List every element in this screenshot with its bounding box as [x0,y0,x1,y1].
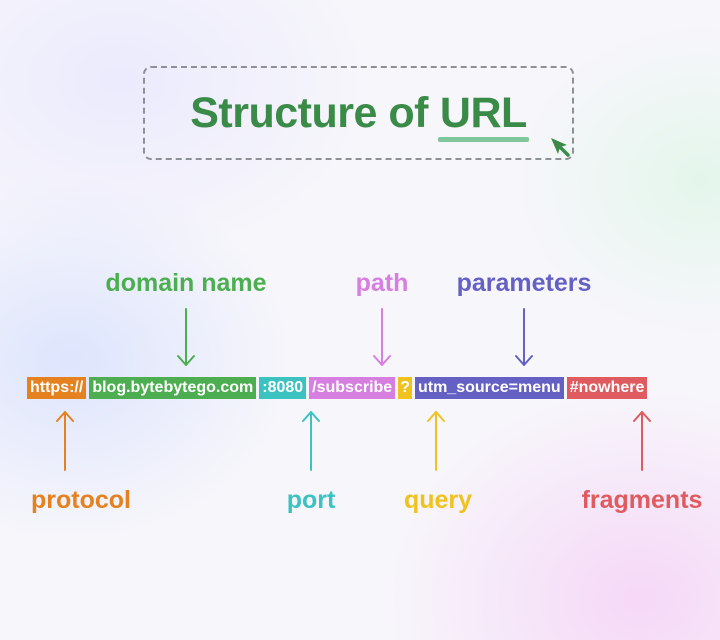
arrow-down-parameters-icon [515,308,533,366]
cursor-arrow-icon [551,138,570,157]
url-segment-parameters: utm_source=menu [414,377,564,399]
label-path: path [355,269,409,297]
arrow-up-protocol-icon [56,411,74,471]
label-domain-name: domain name [105,269,267,297]
url-segment-protocol: https:// [27,377,87,399]
url-segment-fragment: #nowhere [566,377,648,399]
arrow-up-port-icon [302,411,320,471]
label-fragments: fragments [581,486,703,514]
arrow-up-fragments-icon [633,411,651,471]
title: Structure of URL [145,68,572,158]
label-parameters: parameters [456,269,592,297]
url-segment-domain: blog.bytebytego.com [89,377,257,399]
url-segment-path: /subscribe [309,377,396,399]
arrow-down-path-icon [373,308,391,366]
label-port: port [286,486,336,514]
label-query: query [403,486,473,514]
arrow-up-query-icon [427,411,445,471]
url-segment-query: ? [398,377,412,399]
label-protocol: protocol [31,486,131,514]
title-highlight: URL [437,88,529,142]
url-bar: https:// blog.bytebytego.com :8080 /subs… [27,377,648,399]
title-main: Structure of [190,88,428,137]
arrow-down-domain-icon [177,308,195,366]
title-box: Structure of URL [143,66,574,160]
url-segment-port: :8080 [259,377,307,399]
